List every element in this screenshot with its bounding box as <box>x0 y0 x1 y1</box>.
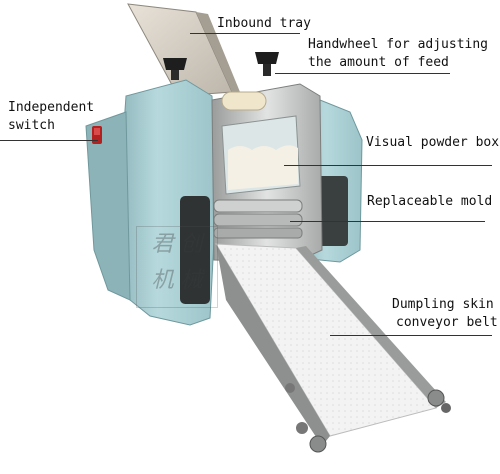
label-powder-box: Visual powder box <box>366 135 500 150</box>
left-housing <box>85 79 217 326</box>
leader-belt <box>330 335 492 336</box>
watermark-line-2: 机 械 <box>151 268 203 293</box>
label-mold: Replaceable mold <box>367 194 493 209</box>
handwheel-knobs <box>163 52 279 80</box>
visual-powder-box <box>221 115 301 195</box>
conveyor-belt <box>215 243 451 453</box>
independent-switch <box>92 126 102 144</box>
feed-roller <box>221 91 267 111</box>
roller-frame <box>211 83 323 263</box>
label-belt-line-2: conveyor belt <box>396 315 498 330</box>
replaceable-mold <box>213 199 303 239</box>
leader-powder-box <box>284 165 492 166</box>
leader-handwheel <box>275 73 450 74</box>
label-handwheel-line-2: the amount of feed <box>308 55 449 70</box>
watermark: 君 创 机 械 <box>136 226 218 308</box>
leader-mold <box>290 221 485 222</box>
leader-switch <box>0 140 98 141</box>
watermark-line-1: 君 创 <box>151 232 203 257</box>
label-belt-line-1: Dumpling skin <box>392 297 494 312</box>
label-switch-line-1: Independent <box>8 100 95 115</box>
label-switch-line-2: switch <box>8 118 55 133</box>
label-inbound-tray: Inbound tray <box>217 16 311 31</box>
leader-inbound-tray <box>190 33 300 34</box>
label-handwheel-line-1: Handwheel for adjusting <box>308 37 489 52</box>
